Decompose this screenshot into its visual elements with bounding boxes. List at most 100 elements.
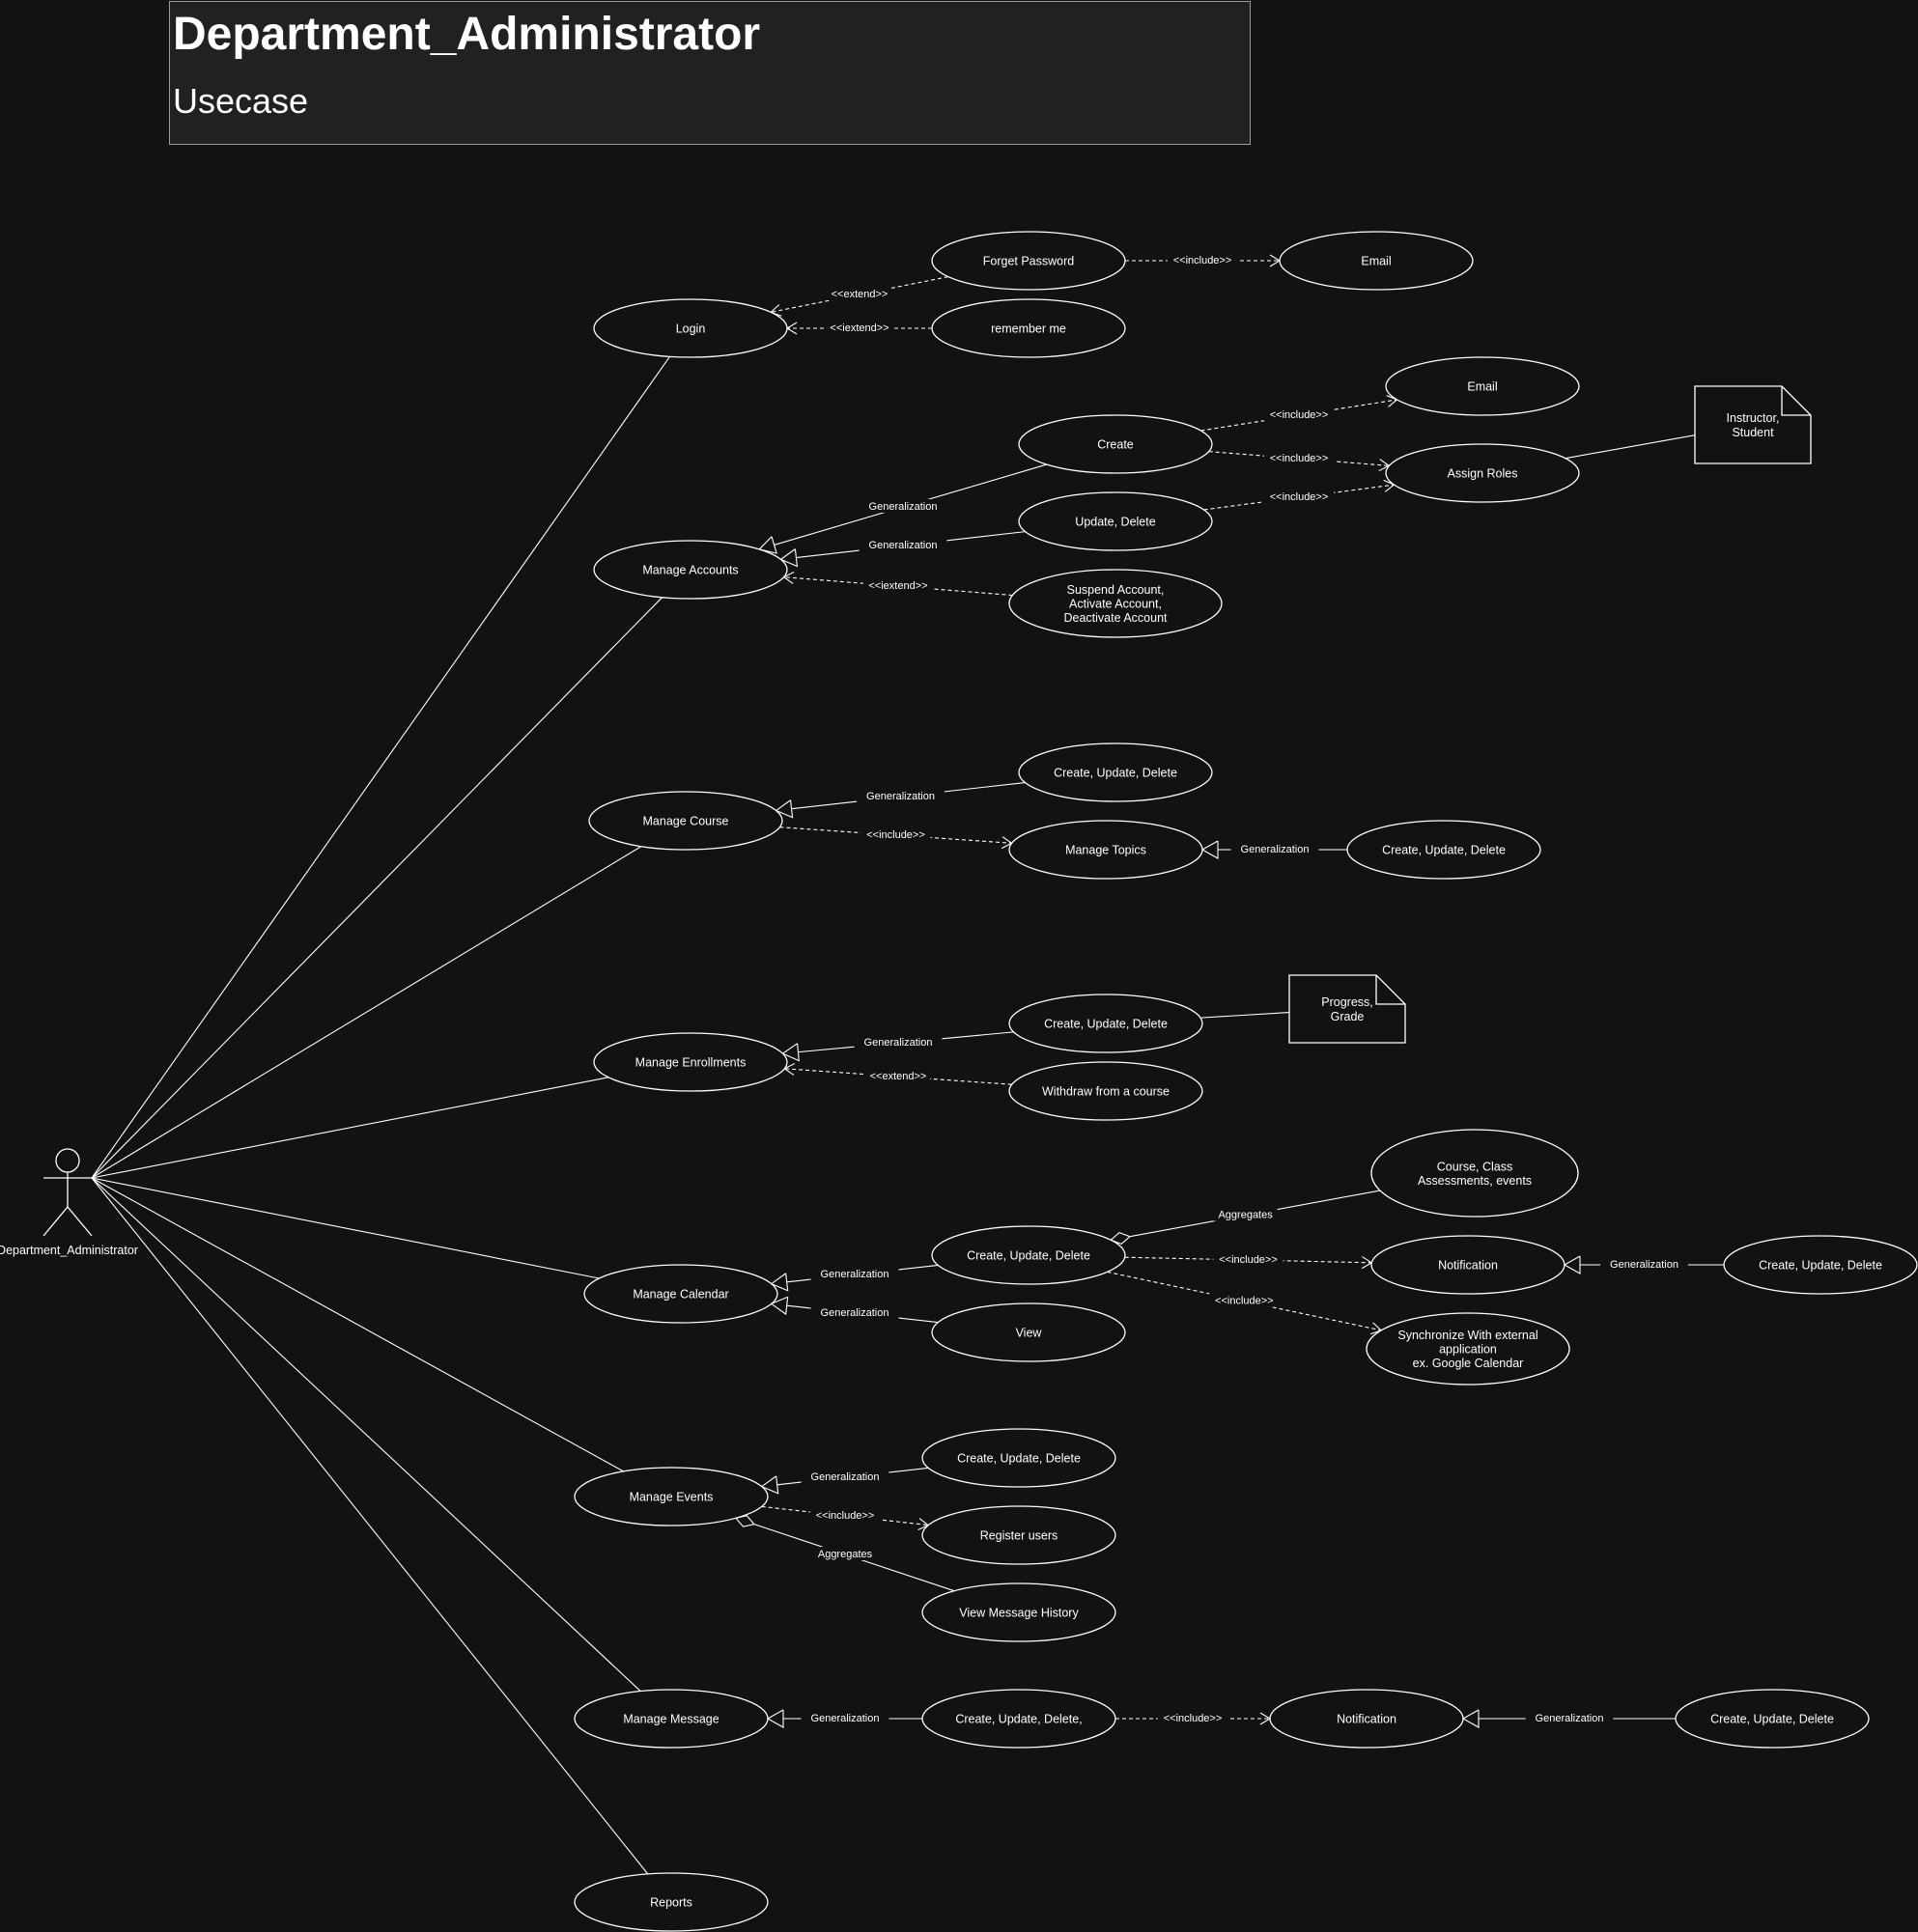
usecase-acc-email[interactable]: Email xyxy=(1385,356,1580,416)
relationship-label: <<extend>> xyxy=(828,287,891,300)
usecase-label: Manage Calendar xyxy=(633,1288,728,1302)
usecase-manage-calendar[interactable]: Manage Calendar xyxy=(583,1264,778,1324)
relationship-include: <<include>> xyxy=(1125,253,1282,267)
usecase-cal-notif-cud[interactable]: Create, Update, Delete xyxy=(1723,1235,1918,1295)
usecase-label: Suspend Account, xyxy=(1067,583,1165,597)
usecase-acc-create[interactable]: Create xyxy=(1018,414,1213,474)
relationship-label-text: <<extend>> xyxy=(832,289,888,300)
usecase-msg-cud[interactable]: Create, Update, Delete, xyxy=(921,1689,1116,1749)
relationship-include: <<include>> xyxy=(1115,1711,1272,1725)
usecase-label: Assessments, events xyxy=(1418,1174,1532,1188)
usecase-ellipse xyxy=(921,1428,1116,1488)
usecase-assign-roles[interactable]: Assign Roles xyxy=(1385,443,1580,503)
relationship-label: Generalization xyxy=(854,1035,943,1049)
actor-label: Department_Administrator xyxy=(0,1244,138,1257)
usecase-ellipse xyxy=(1018,414,1213,474)
usecase-manage-course[interactable]: Manage Course xyxy=(588,791,783,851)
relationship-association xyxy=(91,1177,624,1472)
usecase-ellipse xyxy=(931,298,1126,358)
usecase-acc-suspend[interactable]: Suspend Account,Activate Account,Deactiv… xyxy=(1008,569,1223,638)
usecase-manage-events[interactable]: Manage Events xyxy=(574,1467,769,1526)
usecase-label: Manage Course xyxy=(643,815,729,828)
relationship-label: Generalization xyxy=(1525,1711,1614,1724)
usecase-label: Email xyxy=(1361,255,1391,268)
usecase-cal-view[interactable]: View xyxy=(931,1302,1126,1362)
relationship-label-text: <<include>> xyxy=(1270,491,1329,503)
usecase-manage-topics[interactable]: Manage Topics xyxy=(1008,820,1203,880)
relationship-generalization: Generalization xyxy=(770,1264,939,1292)
usecase-events-cud[interactable]: Create, Update, Delete xyxy=(921,1428,1116,1488)
usecase-cal-sync[interactable]: Synchronize With externalapplicationex. … xyxy=(1366,1312,1570,1386)
usecase-manage-message[interactable]: Manage Message xyxy=(574,1689,769,1749)
usecase-label: Email xyxy=(1467,380,1497,394)
note-text: Instructor, xyxy=(1727,411,1780,425)
usecase-enroll-cud[interactable]: Create, Update, Delete xyxy=(1008,994,1203,1053)
relationship-include: <<include>> xyxy=(1208,451,1391,472)
relationship-label-text: Generalization xyxy=(821,1269,889,1280)
usecase-ellipse xyxy=(1675,1689,1870,1749)
actor-department-administrator[interactable]: Department_Administrator xyxy=(0,1148,138,1257)
usecase-course-cud[interactable]: Create, Update, Delete xyxy=(1018,742,1213,802)
relationship-label: Generalization xyxy=(810,1267,899,1280)
usecase-login[interactable]: Login xyxy=(593,298,788,358)
relationship-label-text: <<iextend>> xyxy=(830,322,888,334)
relationship-label: Aggregates xyxy=(1213,1207,1278,1221)
relationship-label: Generalization xyxy=(857,789,945,802)
usecase-label: Deactivate Account xyxy=(1063,611,1168,625)
actor-head xyxy=(55,1148,80,1173)
usecase-ellipse xyxy=(1385,356,1580,416)
usecase-ellipse xyxy=(1018,491,1213,551)
usecase-label: Create, Update, Delete xyxy=(1054,767,1177,780)
relationship-label-text: <<include>> xyxy=(866,829,925,841)
usecase-ellipse xyxy=(1385,443,1580,503)
usecase-label: Update, Delete xyxy=(1075,516,1155,529)
usecase-label: Synchronize With external xyxy=(1397,1329,1537,1342)
usecase-ellipse xyxy=(588,791,783,851)
relationship-association xyxy=(91,1177,649,1875)
usecase-topics-cud[interactable]: Create, Update, Delete xyxy=(1346,820,1541,880)
diagram-title-box: Department_Administrator Usecase xyxy=(169,1,1251,145)
usecase-msg-notification[interactable]: Notification xyxy=(1269,1689,1464,1749)
usecase-label: Manage Accounts xyxy=(642,564,738,577)
usecase-view-message-history[interactable]: View Message History xyxy=(921,1582,1116,1642)
relationship-label-text: Generalization xyxy=(811,1471,880,1483)
usecase-ellipse xyxy=(1018,742,1213,802)
relationship-label-text: Generalization xyxy=(866,791,935,802)
relationship-label-text: <<include>> xyxy=(1270,453,1329,464)
relationship-generalization: Generalization xyxy=(781,1031,1014,1062)
note-note-progress: Progress,Grade xyxy=(1288,974,1406,1044)
usecase-ellipse xyxy=(1008,569,1223,638)
relationship-extend: <<iextend>> xyxy=(782,572,1013,597)
usecase-withdraw[interactable]: Withdraw from a course xyxy=(1008,1061,1203,1121)
relationship-generalization: Generalization xyxy=(766,1709,922,1728)
relationship-include: <<include>> xyxy=(1203,479,1396,511)
usecase-ellipse xyxy=(921,1689,1116,1749)
usecase-ellipse xyxy=(931,1225,1126,1285)
usecase-acc-update-delete[interactable]: Update, Delete xyxy=(1018,491,1213,551)
usecase-ellipse xyxy=(921,1582,1116,1642)
relationship-label: <<include>> xyxy=(1263,451,1335,464)
usecase-msg-notif-cud[interactable]: Create, Update, Delete xyxy=(1675,1689,1870,1749)
triangle-arrowhead xyxy=(758,536,777,554)
usecase-email-login[interactable]: Email xyxy=(1279,231,1474,291)
usecase-label: Manage Enrollments xyxy=(635,1056,747,1070)
usecase-reports[interactable]: Reports xyxy=(574,1872,769,1932)
usecase-label: application xyxy=(1439,1343,1497,1357)
usecase-forget-password[interactable]: Forget Password xyxy=(931,231,1126,291)
usecase-ellipse xyxy=(1008,820,1203,880)
usecase-register-users[interactable]: Register users xyxy=(921,1505,1116,1565)
note-text: Grade xyxy=(1331,1010,1365,1023)
usecase-cal-cud[interactable]: Create, Update, Delete xyxy=(931,1225,1126,1285)
usecase-ellipse xyxy=(931,1302,1126,1362)
usecase-manage-enrollments[interactable]: Manage Enrollments xyxy=(593,1032,788,1092)
relationship-label: <<include>> xyxy=(1213,1252,1283,1266)
usecase-cal-notification[interactable]: Notification xyxy=(1370,1235,1565,1295)
usecase-remember-me[interactable]: remember me xyxy=(931,298,1126,358)
relationship-extend: <<iextend>> xyxy=(785,321,932,335)
relationship-label: <<include>> xyxy=(809,1508,881,1522)
usecase-manage-accounts[interactable]: Manage Accounts xyxy=(593,540,788,600)
usecase-ellipse xyxy=(1279,231,1474,291)
usecase-ellipse xyxy=(583,1264,778,1324)
relationship-label: <<include>> xyxy=(1157,1711,1228,1724)
